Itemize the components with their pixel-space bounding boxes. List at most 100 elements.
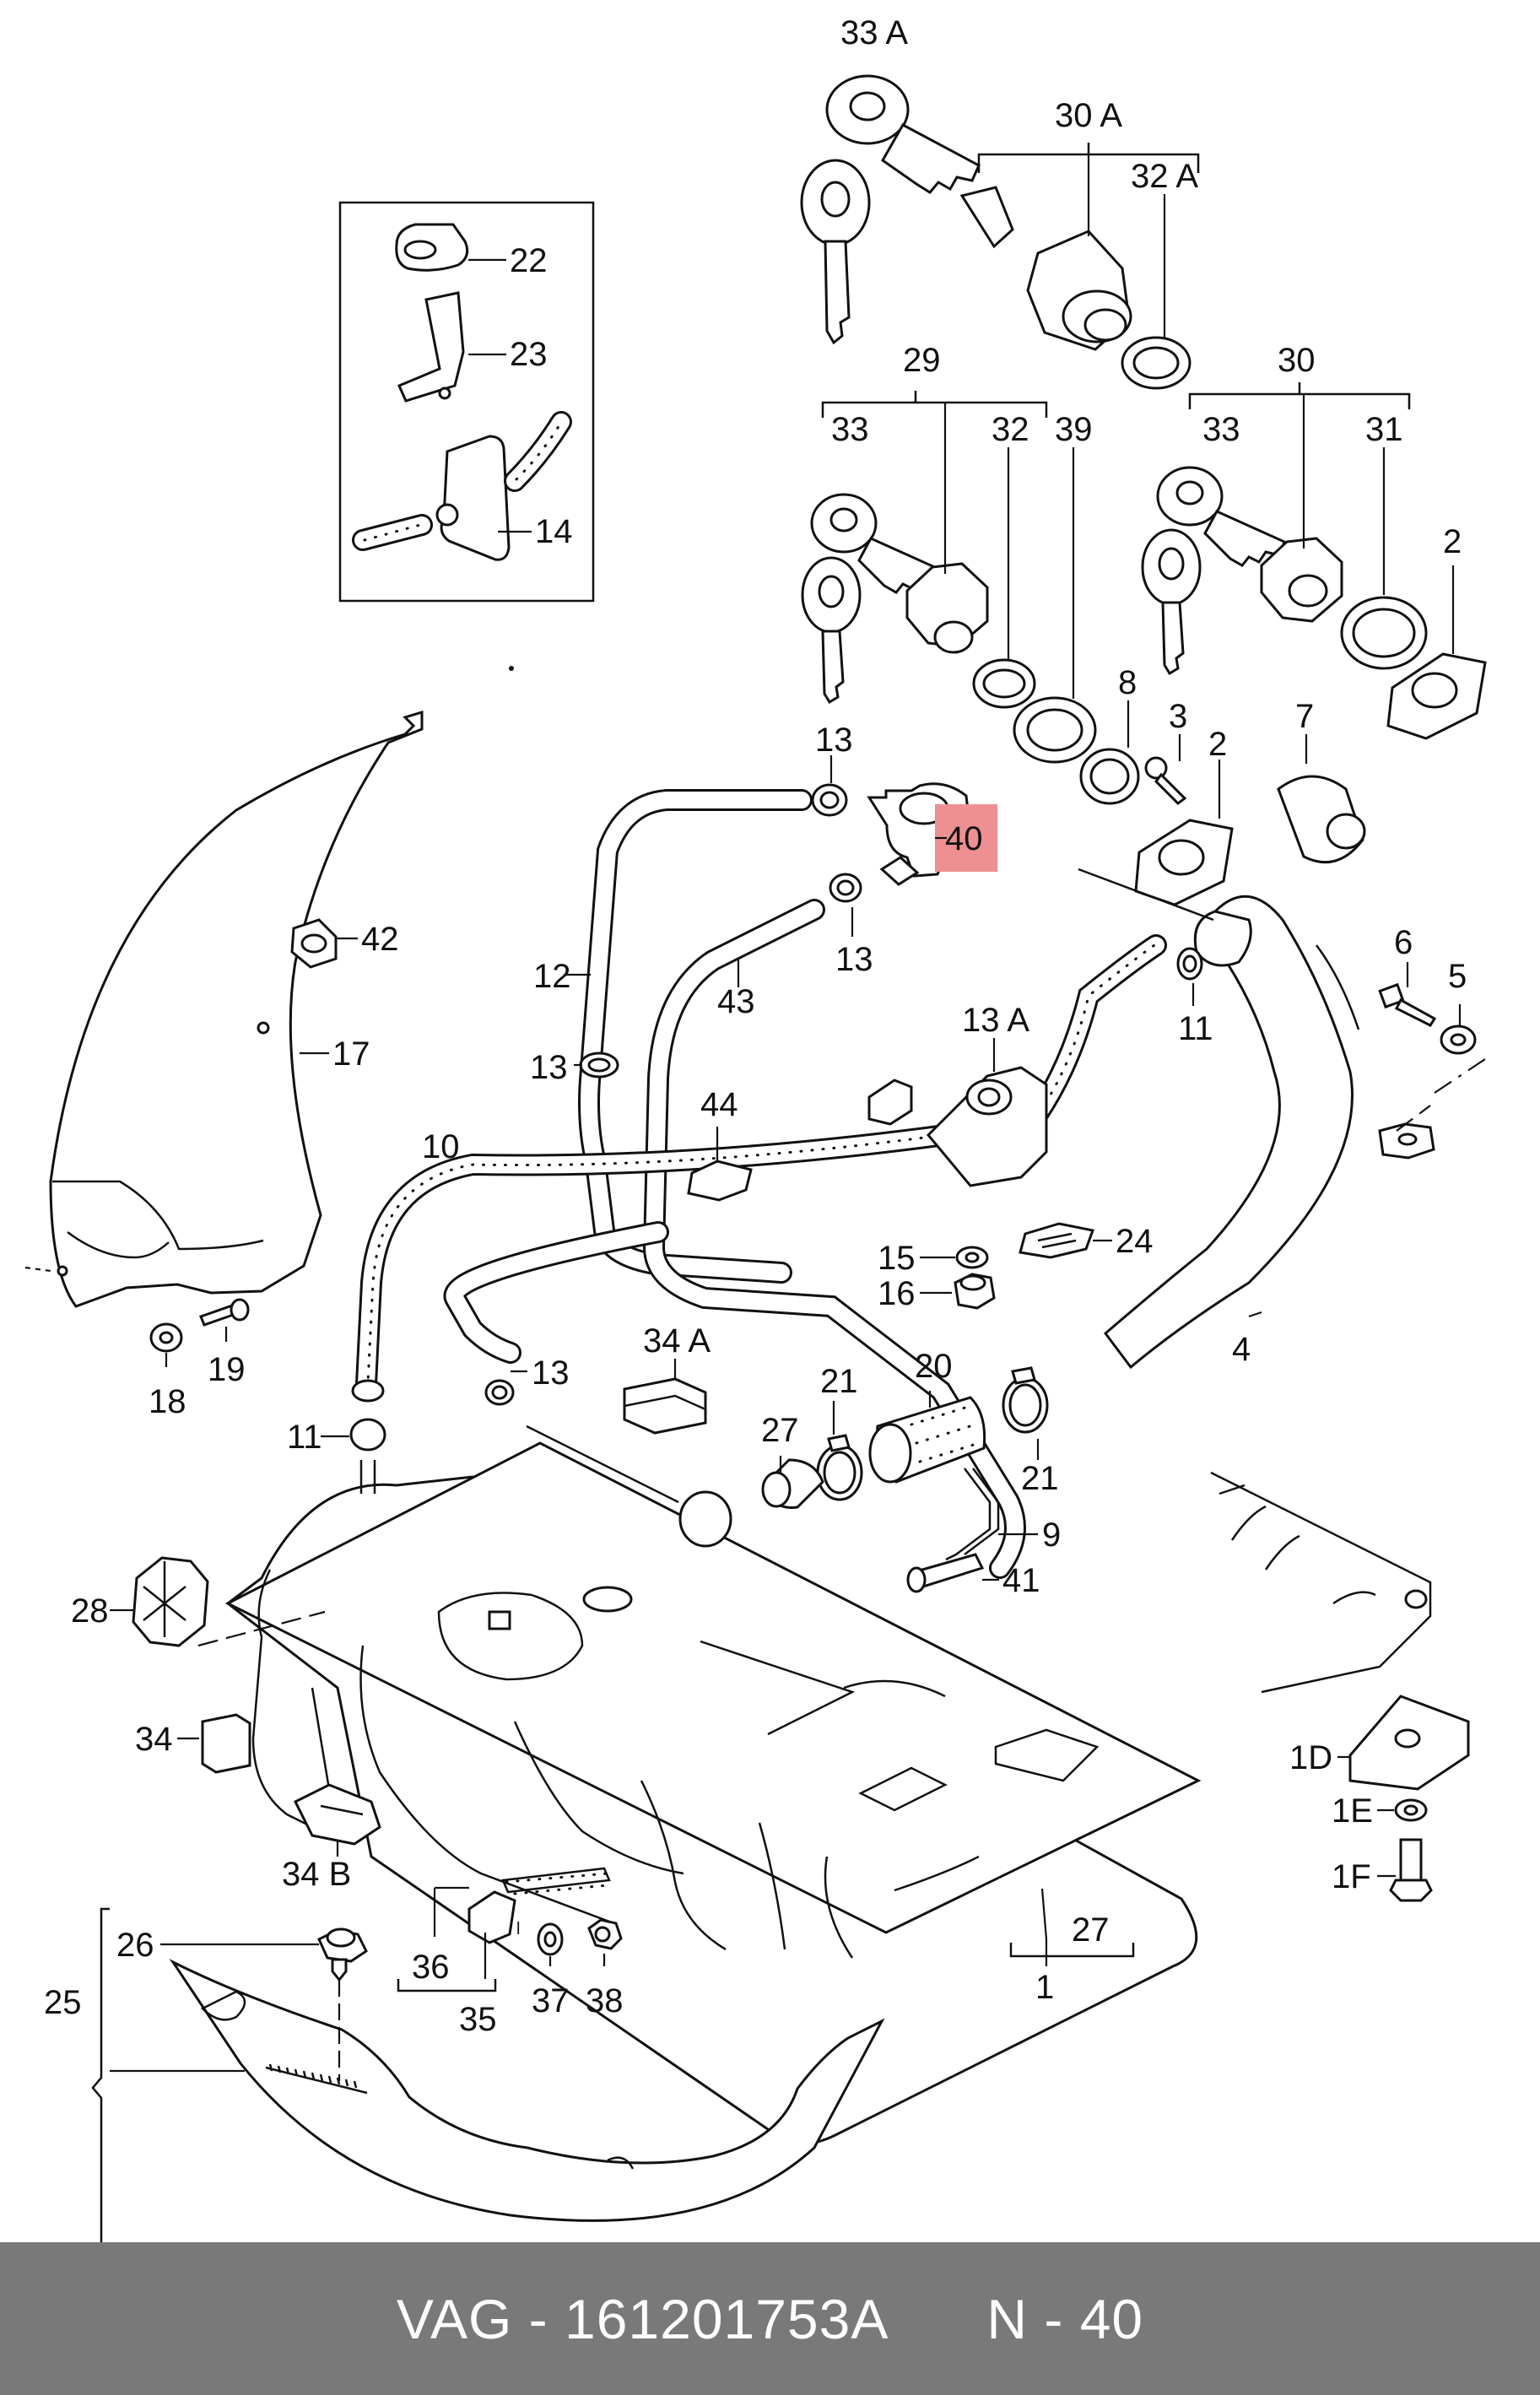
label-23: 23 — [510, 336, 548, 373]
key-icon — [800, 159, 871, 345]
label-1d: 1D — [1289, 1739, 1332, 1776]
label-12: 12 — [533, 958, 571, 995]
label-44: 44 — [700, 1086, 738, 1123]
label-15: 15 — [878, 1240, 916, 1277]
label-25: 25 — [44, 1984, 82, 2021]
label-43: 43 — [717, 983, 755, 1020]
part-number-footer: VAG - 161201753A N - 40 — [0, 2242, 1540, 2395]
bracket-strap-icon — [1378, 1122, 1435, 1160]
washer-37-icon: 37 — [532, 1922, 570, 2019]
lock-cylinder-icon — [905, 562, 989, 654]
bracket-36-icon: 36 — [412, 1867, 611, 1986]
clamp-21-left: 21 — [816, 1363, 863, 1501]
key-icon — [1156, 466, 1286, 567]
label-16: 16 — [878, 1275, 916, 1312]
grommet-42-icon: 42 — [290, 918, 399, 969]
washer-1e-icon: 1E — [1332, 1792, 1428, 1830]
label-35: 35 — [459, 2001, 497, 2038]
label-40: 40 — [945, 820, 983, 857]
clamp-13-mid — [829, 873, 862, 903]
seal-8-icon — [1079, 748, 1140, 805]
clip-24-icon: 24 — [1019, 1222, 1154, 1260]
clip-34b-icon: 34 B — [282, 1783, 381, 1893]
label-5: 5 — [1448, 958, 1467, 995]
lock-cylinder-icon — [1260, 537, 1343, 623]
filler-neck-4 — [1103, 895, 1360, 1370]
label-3: 3 — [1169, 698, 1187, 735]
label-37: 37 — [532, 1982, 570, 2019]
label-9: 9 — [1042, 1516, 1061, 1554]
label-1e: 1E — [1332, 1792, 1373, 1830]
clamp-11-right — [1176, 947, 1203, 981]
footer-spacer — [889, 2287, 986, 2351]
clamp-21-right: 21 — [1002, 1366, 1059, 1497]
label-31: 31 — [1365, 411, 1403, 448]
clamp-13-bottom — [484, 1379, 515, 1406]
washer-5-icon — [1440, 1024, 1477, 1055]
key-set-30: 30 33 31 2 — [1141, 342, 1487, 740]
label-36: 36 — [412, 1949, 450, 1986]
label-27: 27 — [761, 1412, 799, 1449]
label-34: 34 — [135, 1721, 173, 1758]
filter-28-icon: 28 — [71, 1556, 326, 1647]
label-1f: 1F — [1332, 1858, 1371, 1895]
label-8: 8 — [1118, 664, 1137, 701]
seal-32-icon — [972, 658, 1036, 709]
nut-16-icon: 16 — [878, 1273, 996, 1312]
clip-44-icon: 44 — [687, 1086, 753, 1202]
label-10: 10 — [422, 1128, 460, 1165]
line-9-icon: 9 — [945, 1468, 1061, 1561]
small-mark: l — [516, 1920, 520, 1938]
label-17: 17 — [332, 1035, 370, 1073]
cap-7-icon — [1277, 775, 1366, 864]
bolt-1f-icon: 1F — [1332, 1838, 1433, 1902]
bolt-6-icon — [1378, 982, 1437, 1027]
parts-diagram: 22 23 14 33 A 30 A 32 A — [24, 14, 1487, 2242]
label-18: 18 — [149, 1383, 186, 1420]
label-4: 4 — [1232, 1331, 1251, 1368]
dot-mark — [509, 666, 514, 671]
label-41: 41 — [1002, 1562, 1040, 1599]
label-22: 22 — [510, 242, 548, 279]
screw-3-icon — [1144, 756, 1187, 805]
label-19: 19 — [208, 1351, 246, 1388]
label-11-right: 11 — [1178, 1010, 1213, 1047]
lock-30a: 30 A 32 A — [959, 97, 1200, 390]
part-number-text: VAG - 161201753A — [396, 2287, 889, 2350]
label-28: 28 — [71, 1592, 109, 1630]
label-42: 42 — [361, 921, 399, 958]
label-13-top: 13 — [815, 722, 853, 759]
pipe-27-icon: 27 — [761, 1412, 824, 1509]
label-21-left: 21 — [820, 1363, 858, 1400]
key-icon — [801, 556, 862, 705]
label-33-30: 33 — [1202, 411, 1240, 448]
bracket-35-group — [397, 1979, 497, 1992]
key-set-29: 29 33 32 39 — [801, 342, 1097, 764]
gasket-39-icon — [1013, 696, 1097, 764]
label-11-left: 11 — [287, 1419, 322, 1456]
flange-2-icon — [1386, 652, 1487, 740]
label-1: 1 — [1035, 1969, 1054, 2006]
filler-neck-area: 8 3 2 7 4 — [1078, 664, 1486, 1370]
floor-panel-right — [1210, 1471, 1432, 1694]
label-2-top: 2 — [1443, 523, 1462, 560]
nut-38-icon: 38 — [586, 1918, 624, 2019]
label-20: 20 — [915, 1348, 953, 1385]
clamp-14-icon — [352, 411, 572, 561]
label-7: 7 — [1295, 698, 1314, 735]
label-13a-mount: 13 A — [962, 1002, 1029, 1039]
label-13-bottom: 13 — [532, 1354, 570, 1392]
label-32: 32 — [992, 411, 1029, 448]
label-29: 29 — [903, 342, 941, 379]
washer-18-icon: 18 — [149, 1322, 186, 1420]
clamp-13-lower — [579, 1052, 619, 1079]
flange-2b-icon — [1134, 819, 1234, 906]
fuel-tank-icon: 1 27 11 — [224, 1418, 1202, 2145]
clip-22-icon — [395, 223, 469, 272]
label-6: 6 — [1394, 924, 1413, 961]
gasket-32a-icon — [1121, 336, 1191, 390]
label-39: 39 — [1055, 411, 1093, 448]
inset-box: 22 23 14 — [338, 201, 595, 603]
label-24: 24 — [1116, 1223, 1154, 1260]
label-27-bottom: 27 — [1072, 1911, 1110, 1949]
